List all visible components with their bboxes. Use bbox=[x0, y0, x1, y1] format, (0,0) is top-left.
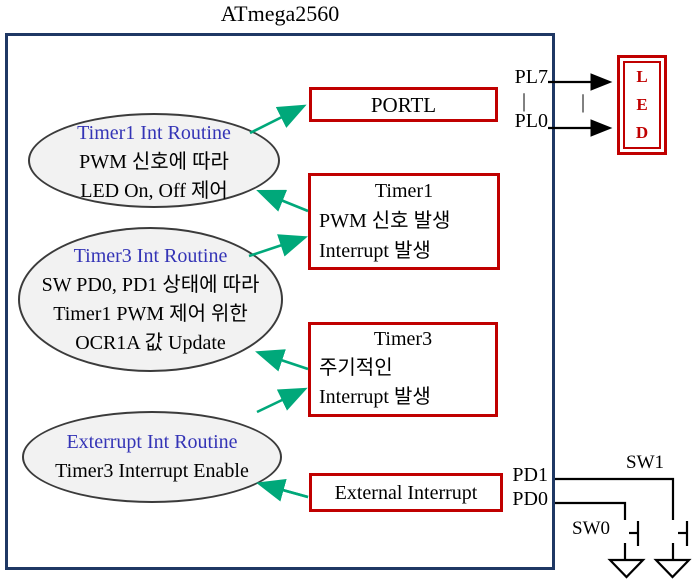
timer3-block: Timer3 주기적인 Interrupt 발생 bbox=[308, 322, 498, 417]
sw1-label: SW1 bbox=[626, 452, 664, 473]
led-letter: D bbox=[635, 123, 649, 142]
routine-title: Exterrupt Int Routine bbox=[66, 431, 238, 453]
routine-line: Timer1 PWM 제어 위한 bbox=[53, 303, 248, 325]
block-line: PWM 신호 발생 bbox=[319, 210, 451, 232]
external-interrupt-block: External Interrupt bbox=[309, 473, 503, 512]
routine-title: Timer3 Int Routine bbox=[73, 245, 228, 267]
routine-line: OCR1A 값 Update bbox=[75, 332, 226, 354]
pin-label-pl7: PL7 bbox=[514, 66, 548, 88]
block-line: Interrupt 발생 bbox=[319, 386, 431, 408]
exterrupt-int-routine-ellipse: Exterrupt Int Routine Timer3 Interrupt E… bbox=[22, 411, 282, 503]
timer3-int-routine-ellipse: Timer3 Int Routine SW PD0, PD1 상태에 따라 Ti… bbox=[18, 227, 283, 372]
led-inner-box: L E D bbox=[623, 61, 661, 149]
routine-line: LED On, Off 제어 bbox=[80, 180, 228, 202]
mcu-boundary-box bbox=[5, 33, 555, 570]
block-line: 주기적인 bbox=[319, 357, 393, 379]
pin-label-pd0: PD0 bbox=[512, 488, 548, 510]
led-letter: L bbox=[636, 67, 648, 86]
diagram-title: ATmega2560 bbox=[220, 1, 340, 26]
block-title: Timer1 bbox=[374, 180, 434, 202]
pin-label-pd1: PD1 bbox=[512, 464, 548, 486]
block-title: Timer3 bbox=[373, 328, 433, 350]
pin-label-pl0: PL0 bbox=[514, 110, 548, 132]
led-letter: E bbox=[636, 95, 648, 114]
routine-line: SW PD0, PD1 상태에 따라 bbox=[41, 274, 260, 296]
timer1-block: Timer1 PWM 신호 발생 Interrupt 발생 bbox=[308, 173, 500, 270]
timer1-int-routine-ellipse: Timer1 Int Routine PWM 신호에 따라 LED On, Of… bbox=[28, 113, 280, 208]
portl-block: PORTL bbox=[309, 87, 498, 122]
sw0-label: SW0 bbox=[572, 518, 610, 539]
ground-symbols bbox=[607, 558, 692, 579]
led-block: L E D bbox=[617, 55, 667, 155]
pin-range-mark: | bbox=[521, 90, 526, 112]
routine-title: Timer1 Int Routine bbox=[77, 122, 231, 144]
routine-line: PWM 신호에 따라 bbox=[79, 151, 229, 173]
block-line: Interrupt 발생 bbox=[319, 240, 431, 262]
bus-mark: | bbox=[580, 91, 585, 113]
routine-line: Timer3 Interrupt Enable bbox=[55, 460, 249, 482]
